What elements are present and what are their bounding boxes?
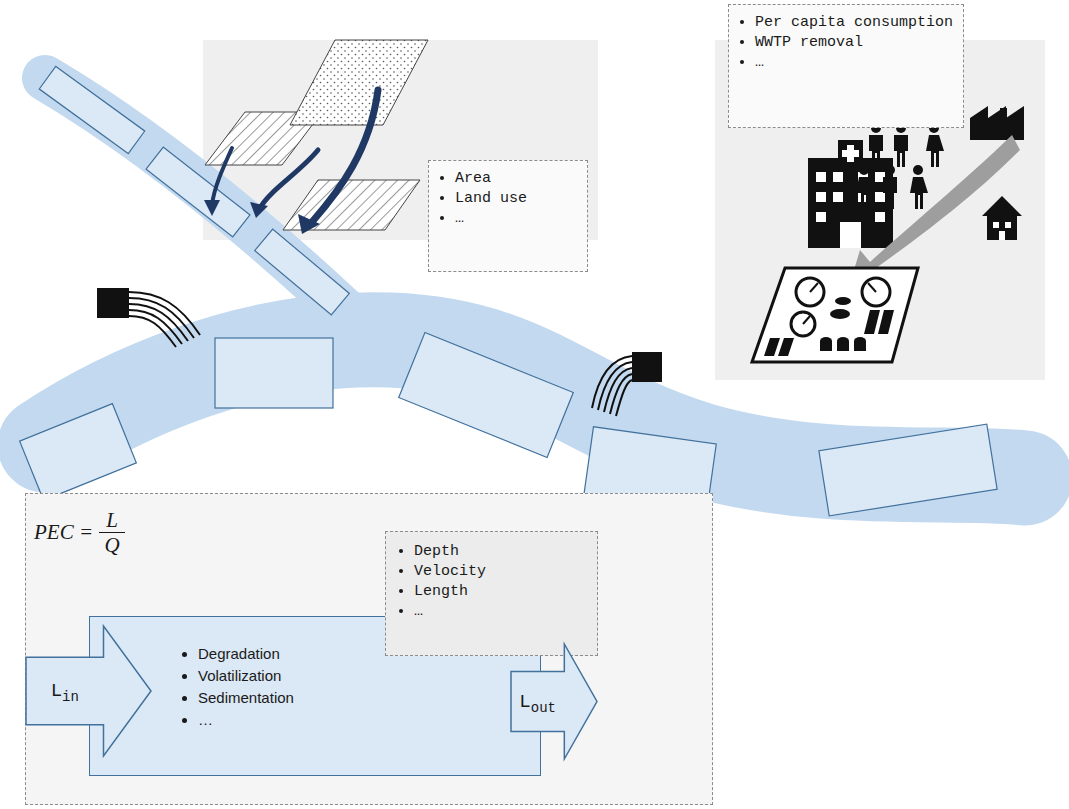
fraction: LQ <box>99 508 125 557</box>
bullet-item: … <box>198 709 520 731</box>
fraction-bar <box>99 532 125 533</box>
parameter-note: AreaLand use … <box>428 160 588 272</box>
parameter-label: WWTP removal <box>755 34 863 51</box>
bullet-item: Sedimentation <box>198 687 520 709</box>
parameter-label: … <box>455 210 464 227</box>
parameter-label: Depth <box>414 543 459 560</box>
wwtp-icon <box>752 268 918 362</box>
load-symbol: L <box>51 680 62 702</box>
parameter-label: Per capita consumption <box>755 14 953 31</box>
bullet-item: … <box>755 53 953 73</box>
bullet-item: … <box>455 209 577 229</box>
bullet-item: … <box>414 602 585 622</box>
bullet-list: Per capita consumptionWWTP removal … <box>733 13 953 73</box>
pec-formula: PEC =LQ <box>34 508 125 557</box>
bullet-item: Land use <box>455 189 577 209</box>
runoff-arrows <box>204 90 378 234</box>
parameter-label: Area <box>455 170 491 187</box>
formula-numerator: L <box>106 508 118 532</box>
bullet-item: WWTP removal <box>755 33 953 53</box>
land-parcels <box>205 40 428 230</box>
bullet-list: DepthVelocityLength … <box>392 542 585 622</box>
arrow-shape <box>26 626 151 756</box>
load-in-arrow: Lin <box>26 626 151 756</box>
parameter-label: … <box>755 54 764 71</box>
fate-process: Sedimentation <box>198 689 294 706</box>
parameter-label: Length <box>414 583 468 600</box>
river-segment-panel: PEC =LQDegradationVolatilizationSediment… <box>25 493 713 805</box>
parameter-label: … <box>414 603 423 620</box>
bullet-item: Volatilization <box>198 665 520 687</box>
load-symbol: L <box>519 691 530 713</box>
load-label: Lout <box>511 644 564 759</box>
parameter-note: DepthVelocityLength … <box>385 531 598 656</box>
outfall-pipe <box>97 288 662 416</box>
bullet-item: Length <box>414 582 585 602</box>
river-segments <box>20 66 997 516</box>
arrow-outline <box>26 626 151 756</box>
bullet-item: Area <box>455 169 577 189</box>
bullet-item: Velocity <box>414 562 585 582</box>
load-subscript: in <box>62 689 79 705</box>
parameter-note: Per capita consumptionWWTP removal … <box>728 4 964 128</box>
bullet-list: AreaLand use … <box>433 169 577 229</box>
arrow-outline <box>511 644 597 759</box>
fate-process: Volatilization <box>198 667 281 684</box>
formula-lhs: PEC = <box>34 520 93 545</box>
bullet-item: Depth <box>414 542 585 562</box>
bullet-list: DegradationVolatilizationSedimentation … <box>176 643 520 731</box>
formula-denominator: Q <box>105 533 120 557</box>
load-out-arrow: Lout <box>511 644 597 759</box>
parameter-label: Land use <box>455 190 527 207</box>
river <box>45 78 1025 478</box>
fate-process: … <box>198 711 213 728</box>
load-label: Lin <box>26 626 104 756</box>
fate-process: Degradation <box>198 645 280 662</box>
load-subscript: out <box>531 700 556 716</box>
bullet-item: Per capita consumption <box>755 13 953 33</box>
parameter-label: Velocity <box>414 563 486 580</box>
